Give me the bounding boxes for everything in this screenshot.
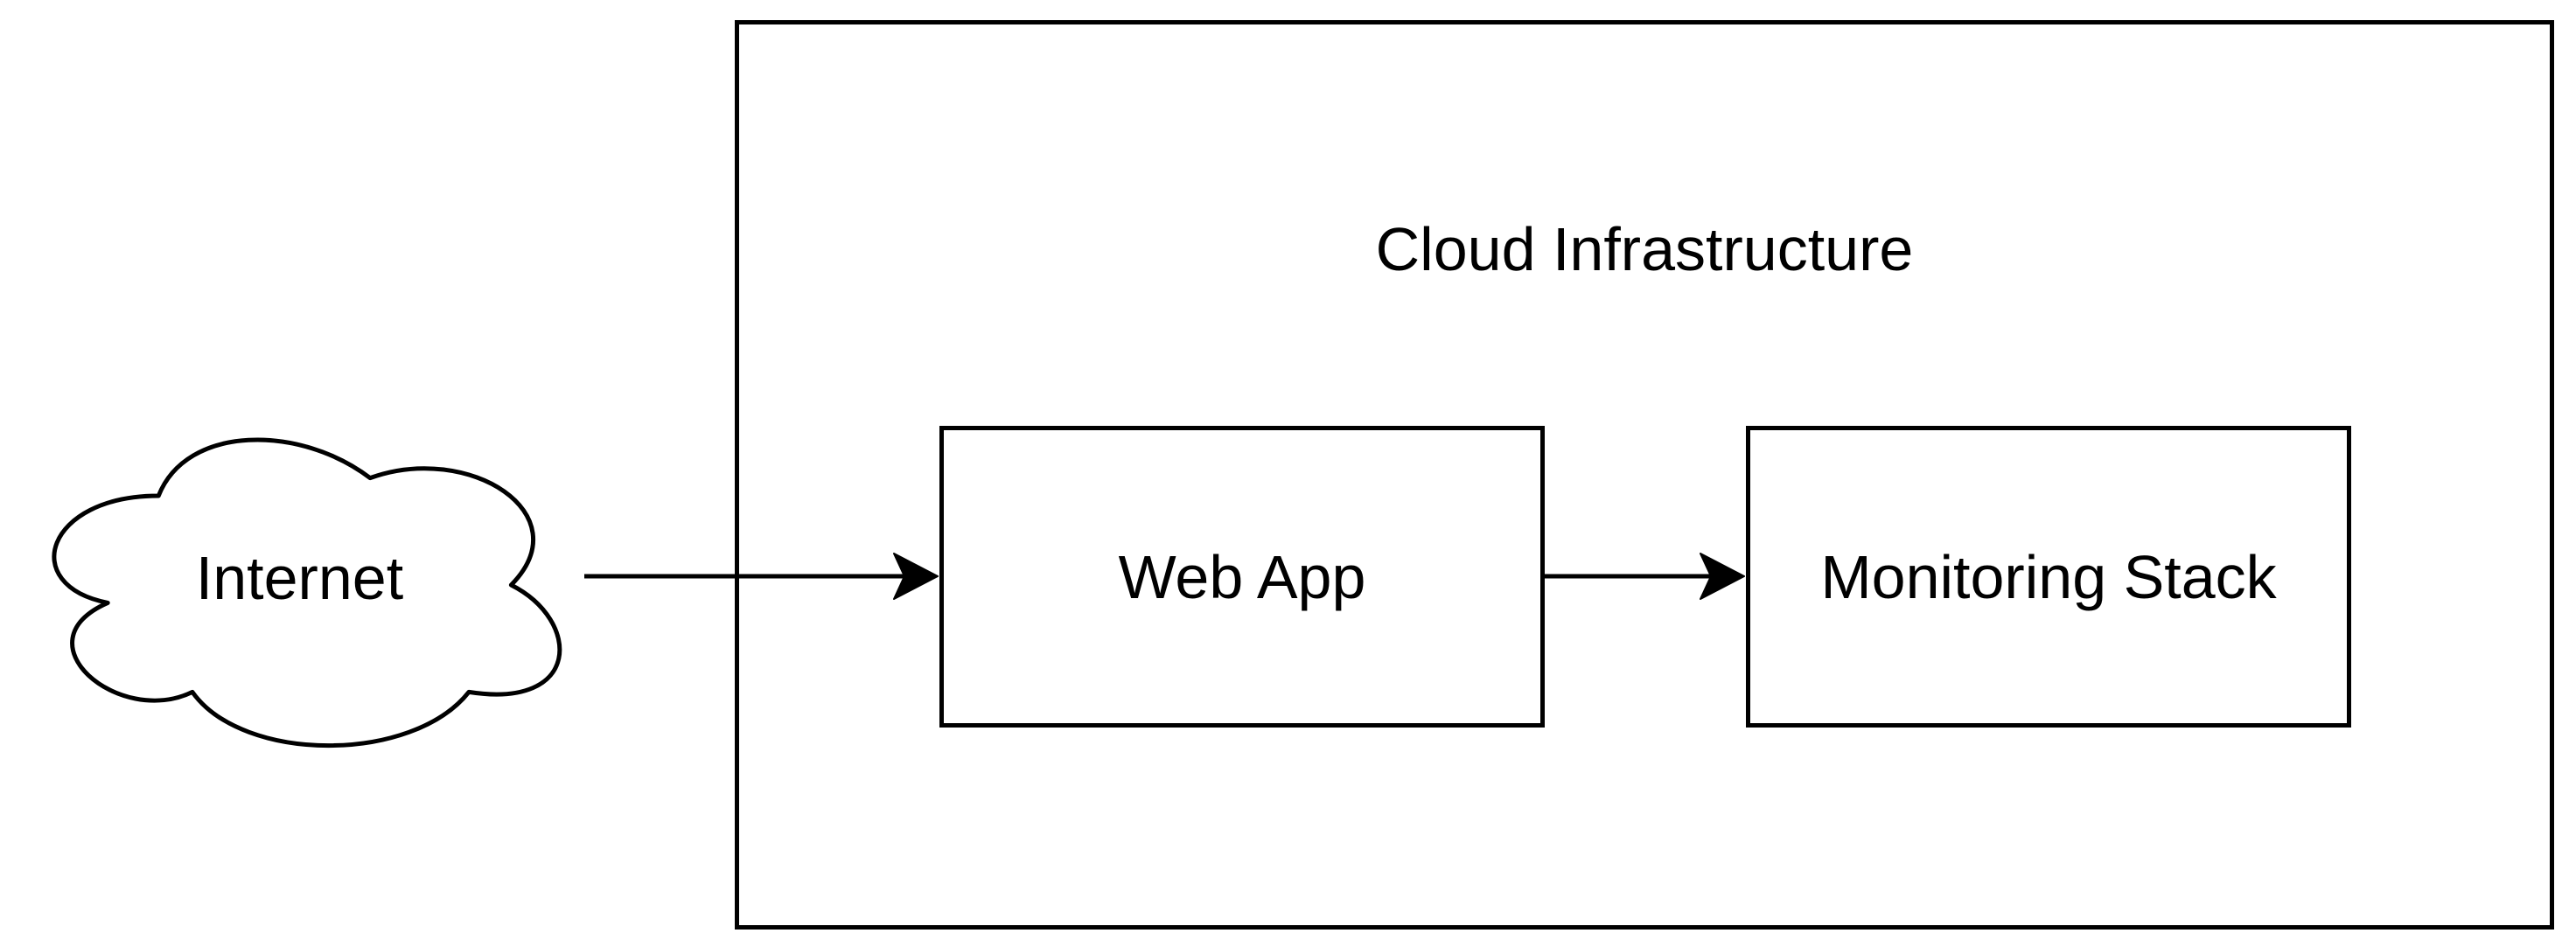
monitoring-stack-node: Monitoring Stack [1746, 426, 2351, 728]
monitoring-stack-node-label: Monitoring Stack [1820, 542, 2277, 611]
edge-internet-to-web-app [584, 553, 939, 600]
internet-cloud-shape [54, 440, 560, 746]
edge-internet-to-web-app-arrowhead-icon [893, 553, 939, 600]
edge-web-app-to-monitoring-stack [1545, 553, 1745, 600]
internet-cloud-label: Internet [195, 544, 404, 612]
cloud-infrastructure-container-label: Cloud Infrastructure [1375, 215, 1914, 283]
cloud-infrastructure-container: Cloud Infrastructure [735, 20, 2554, 930]
edge-web-app-to-monitoring-stack-arrowhead-icon [1700, 553, 1745, 600]
web-app-node-label: Web App [1118, 542, 1366, 611]
internet-cloud-node: Internet [17, 407, 582, 756]
web-app-node: Web App [939, 426, 1545, 728]
